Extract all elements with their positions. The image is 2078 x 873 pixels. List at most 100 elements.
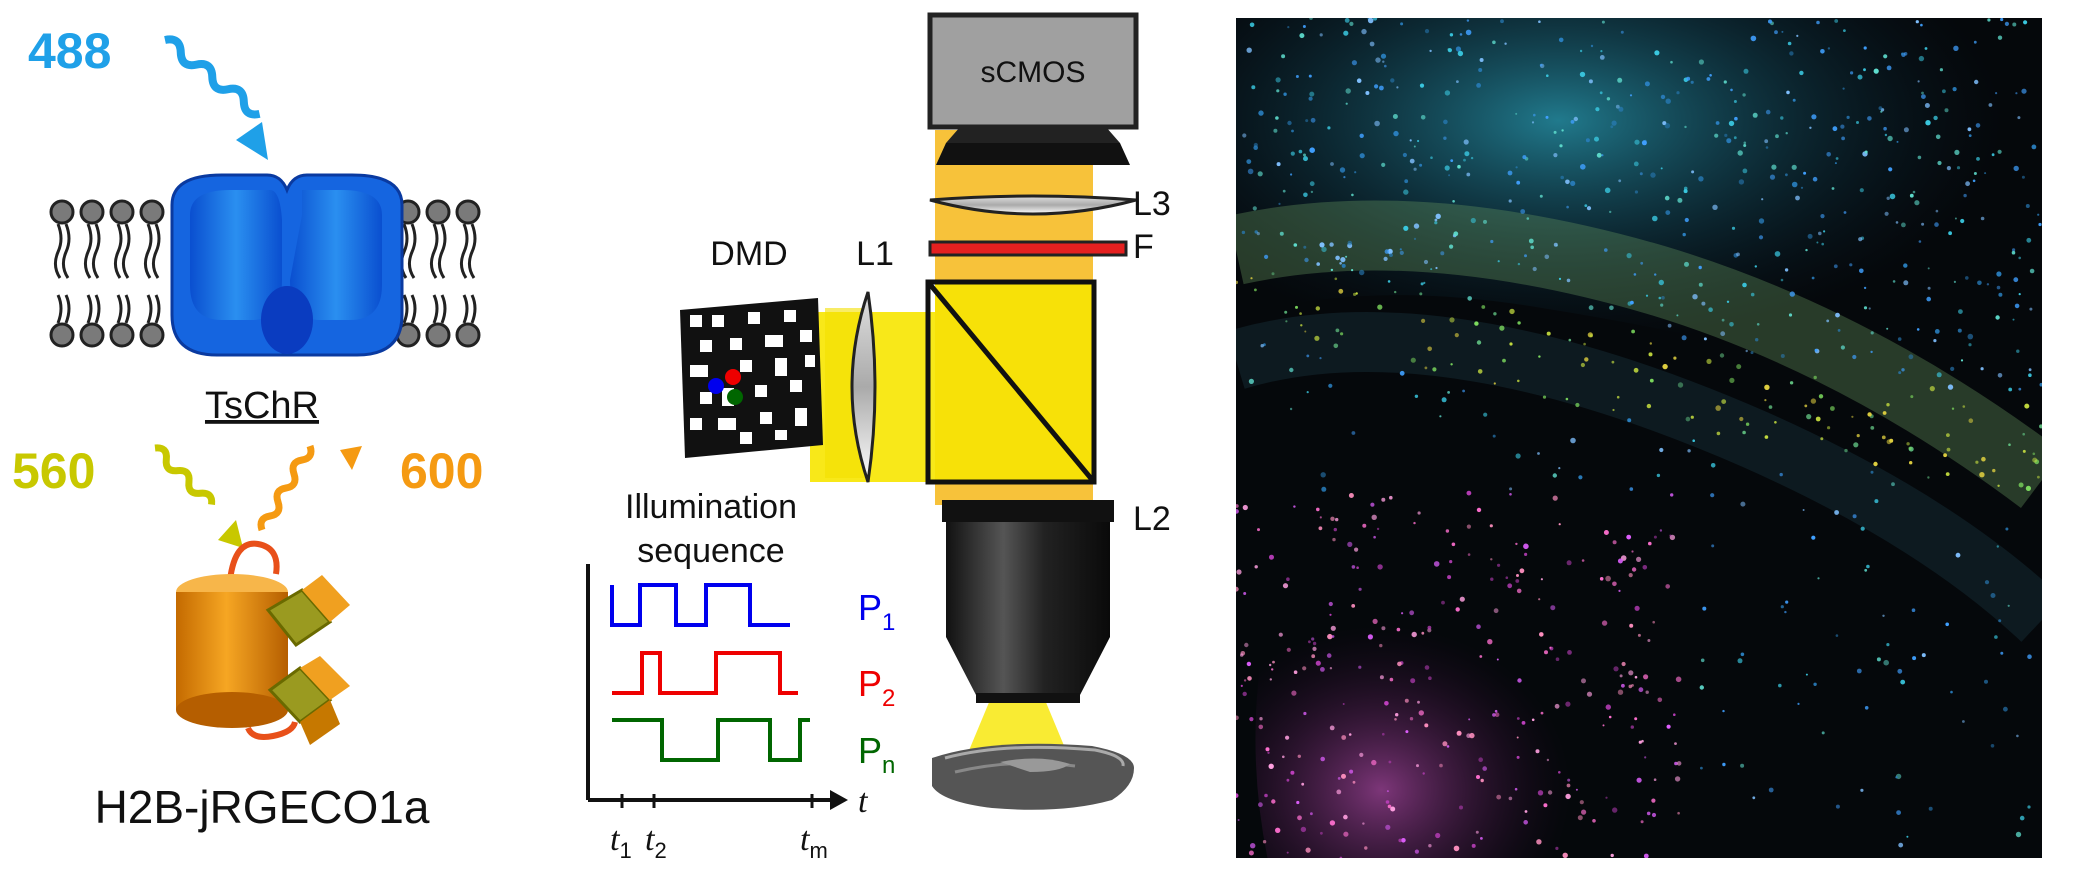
cell-dot [1308, 74, 1312, 78]
cell-dot [1520, 209, 1526, 214]
cell-dot [2025, 485, 2031, 491]
cell-dot [1734, 116, 1738, 121]
cell-dot [1972, 179, 1976, 183]
yellow-excitation-wave-icon [154, 444, 216, 505]
cell-dot [1880, 110, 1883, 113]
cell-dot [1979, 472, 1985, 478]
cell-dot [1565, 793, 1571, 800]
cell-dot [1599, 91, 1603, 95]
cell-dot [1833, 264, 1838, 269]
cell-dot [1447, 48, 1452, 53]
cell-dot [1420, 115, 1426, 120]
cell-dot [1846, 115, 1850, 119]
cell-dot [1897, 668, 1903, 674]
cell-dot [1424, 665, 1430, 670]
cell-dot [1310, 190, 1314, 194]
cell-dot [1687, 449, 1691, 453]
cell-dot [1444, 165, 1450, 171]
cell-dot [1859, 188, 1864, 193]
cell-dot [2021, 175, 2025, 179]
cell-dot [1320, 756, 1325, 762]
cell-dot [1721, 318, 1725, 322]
cell-dot [1339, 167, 1346, 173]
cell-dot [1873, 461, 1878, 467]
cell-dot [1768, 405, 1773, 409]
cell-dot [1347, 541, 1353, 548]
cell-dot [1272, 660, 1275, 664]
cell-dot [1934, 222, 1939, 227]
cell-dot [1657, 697, 1663, 703]
cell-dot [1236, 715, 1239, 721]
cell-dot [1629, 487, 1634, 491]
cell-dot [1278, 632, 1283, 637]
cell-dot [1658, 296, 1662, 300]
cell-dot [1409, 717, 1414, 721]
cell-dot [1236, 280, 1239, 285]
cell-dot [1659, 447, 1664, 453]
cell-dot [1537, 452, 1540, 455]
cell-dot [1634, 717, 1638, 721]
cell-dot [1364, 846, 1368, 850]
cell-dot [1720, 331, 1726, 337]
cell-dot [1800, 186, 1804, 189]
cell-dot [1953, 280, 1956, 283]
cell-dot [1630, 725, 1635, 729]
cell-dot [1634, 605, 1640, 611]
cell-dot [1816, 20, 1820, 25]
cell-dot [1453, 231, 1459, 237]
cell-dot [1827, 47, 1831, 50]
sample-brain-slice-icon [932, 743, 1134, 810]
cell-dot [2011, 250, 2016, 255]
cell-dot [1737, 150, 1743, 156]
yellow-arrowhead-icon [218, 520, 243, 548]
cell-dot [1996, 545, 2000, 548]
cell-dot [1276, 162, 1281, 167]
cell-dot [1388, 760, 1392, 764]
cell-dot [1310, 117, 1316, 123]
cell-dot [1383, 256, 1388, 261]
cell-dot [1578, 475, 1583, 480]
cell-dot [1444, 90, 1451, 96]
cell-dot [1997, 35, 2003, 40]
cell-dot [1240, 684, 1243, 688]
tissue-green-band [1236, 200, 2042, 508]
cell-dot [1285, 735, 1290, 740]
cell-dot [1449, 560, 1453, 564]
cell-dot [1452, 200, 1455, 203]
cell-dot [1309, 18, 1313, 20]
cell-dot [1758, 218, 1765, 224]
cell-dot [1965, 276, 1969, 280]
cell-dot [1935, 209, 1939, 213]
cell-dot [1643, 853, 1649, 858]
cell-dot [1382, 732, 1385, 736]
cell-dot [1385, 800, 1390, 804]
cell-dot [1830, 406, 1835, 411]
cell-dot [1558, 771, 1561, 774]
cell-dot [1874, 499, 1879, 504]
cell-dot [1818, 394, 1824, 399]
cell-dot [1517, 262, 1521, 266]
cell-dot [1567, 650, 1572, 655]
cell-dot [1764, 435, 1769, 439]
cell-dot [1738, 179, 1745, 185]
cell-dot [1821, 731, 1825, 735]
cell-dot [1430, 156, 1433, 159]
cell-dot [1802, 509, 1805, 511]
cell-dot [2014, 303, 2020, 309]
cell-dot [1834, 510, 1839, 515]
cell-dot [1586, 691, 1593, 697]
cell-dot [1775, 134, 1779, 139]
cell-dot [1888, 167, 1893, 172]
cell-dot [1677, 811, 1680, 815]
t1-label: t1 [610, 821, 632, 863]
cell-dot [1628, 670, 1634, 676]
cell-dot [1921, 91, 1924, 95]
cell-dot [1916, 328, 1920, 331]
cell-dot [1456, 80, 1459, 83]
cell-dot [1312, 646, 1317, 652]
cell-dot [1604, 248, 1608, 252]
cell-dot [1609, 210, 1612, 214]
cell-dot [1417, 511, 1421, 515]
cell-dot [1455, 607, 1460, 612]
cell-dot [1860, 526, 1865, 531]
